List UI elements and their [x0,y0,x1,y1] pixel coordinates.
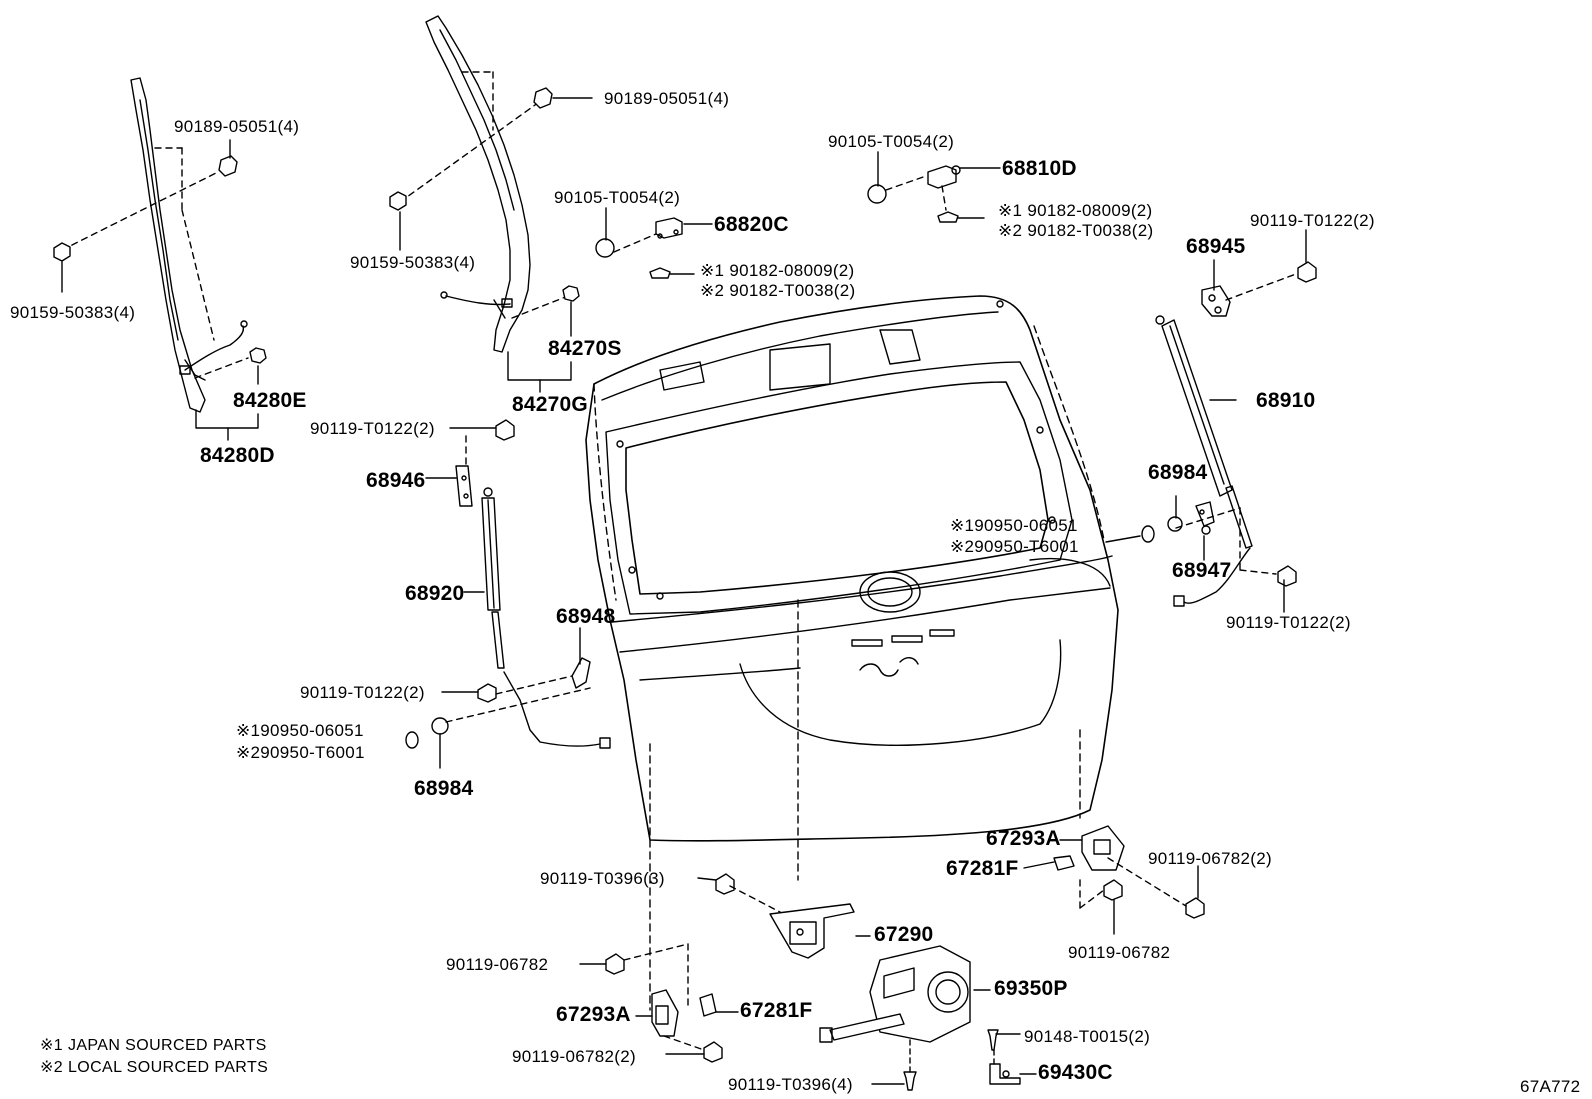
label-68910: 68910 [1256,389,1316,412]
label-90950-06051-left: ※190950-06051 [236,721,364,740]
label-90182-08009-b: ※1 90182-08009(2) [998,201,1153,220]
right-strut-leaders [1175,273,1297,575]
label-67293A-right: 67293A [986,827,1061,850]
right-strut-68910 [1155,315,1253,607]
leader-line [729,885,781,913]
striker-right-leaders [1079,857,1187,909]
label-90950-T6001-left: ※290950-T6001 [236,743,365,762]
label-84280D: 84280D [200,444,275,467]
bracket-68946 [455,465,473,507]
label-90119-06782-left: 90119-06782 [446,955,549,974]
label-67290: 67290 [874,923,934,946]
label-90119-T0396-4: 90119-T0396(4) [728,1075,853,1094]
label-68984-left: 68984 [414,777,474,800]
bolt-icons-right [1141,261,1317,587]
striker-bracket-left [605,953,723,1063]
middle-garnish-leaders [399,71,569,319]
bracket-84280D [195,409,259,429]
leader-line [613,233,657,253]
leader-line [1105,535,1141,543]
striker-left-leaders [623,943,705,1051]
left-garnish-leaders [61,147,249,379]
closer-69350P-part [819,945,971,1043]
striker-bracket-right [1053,825,1205,919]
label-68945: 68945 [1186,235,1246,258]
leader-line [941,185,947,211]
figure-code: 67A772 [1520,1077,1581,1096]
label-90119-T0122-left: 90119-T0122(2) [310,419,435,438]
sensor-68810D-part [867,165,961,223]
label-68810D: 68810D [1002,157,1077,180]
label-68984-right: 68984 [1148,461,1208,484]
label-90119-T0396-3: 90119-T0396(3) [540,869,665,888]
label-90189-05051-left: 90189-05051(4) [174,117,300,136]
label-90950-06051-right: ※190950-06051 [950,516,1078,535]
label-68947: 68947 [1172,559,1232,582]
middle-garnish-part [425,15,531,353]
label-90950-T6001-right: ※290950-T6001 [950,537,1079,556]
label-68948: 68948 [556,605,616,628]
left-garnish-part [130,77,248,413]
sensor-68820C-part [595,217,683,279]
bracket-68947 [1195,501,1215,535]
bottom-screws [903,1029,1021,1091]
left-strut-leaders [445,435,591,723]
left-strut-68920 [481,487,611,749]
label-68820C: 68820C [714,213,789,236]
label-90182-08009-a: ※1 90182-08009(2) [700,261,855,280]
label-67281F-right: 67281F [946,857,1019,880]
label-67281F-left: 67281F [740,999,813,1022]
label-84280E: 84280E [233,389,307,412]
label-68946: 68946 [366,469,426,492]
label-90119-T0122-topright: 90119-T0122(2) [1250,211,1375,230]
label-90119-T0122-right: 90119-T0122(2) [1226,613,1351,632]
label-90189-05051-mid: 90189-05051(4) [604,89,730,108]
footnote-japan-sourced: ※1 JAPAN SOURCED PARTS [40,1037,267,1054]
label-90119-06782-2-right: 90119-06782(2) [1148,849,1272,868]
label-68920: 68920 [405,582,465,605]
label-69350P: 69350P [994,977,1068,1000]
label-90182-T0038-a: ※2 90182-T0038(2) [700,281,856,300]
leader-line [1023,861,1055,869]
label-90119-T0122-bottomleft: 90119-T0122(2) [300,683,425,702]
label-90182-T0038-b: ※2 90182-T0038(2) [998,221,1154,240]
leader-line [885,175,927,191]
label-90148-T0015: 90148-T0015(2) [1024,1027,1151,1046]
leader-line [697,877,717,881]
label-90105-T0054-b: 90105-T0054(2) [828,132,955,151]
label-90105-T0054-a: 90105-T0054(2) [554,188,681,207]
bracket-68945 [1201,285,1231,317]
label-90159-50383-mid: 90159-50383(4) [350,253,476,272]
clip-icons-left [53,155,267,364]
label-90159-50383-left: 90159-50383(4) [10,303,136,322]
bolt-icons-lock [715,873,735,895]
label-90119-06782-right: 90119-06782 [1068,943,1171,962]
label-67293A-left: 67293A [556,1003,631,1026]
bolt-icons-left [405,419,591,749]
label-90119-06782-2-left: 90119-06782(2) [512,1047,636,1066]
door-hidden-lines [593,325,1105,1011]
label-84270G: 84270G [512,393,588,416]
back-door-panel [585,295,1119,842]
label-69430C: 69430C [1038,1061,1113,1084]
label-84270S: 84270S [548,337,622,360]
clip-icons-middle [389,87,580,302]
lock-67290-part [769,903,855,959]
footnote-local-sourced: ※2 LOCAL SOURCED PARTS [40,1059,269,1076]
